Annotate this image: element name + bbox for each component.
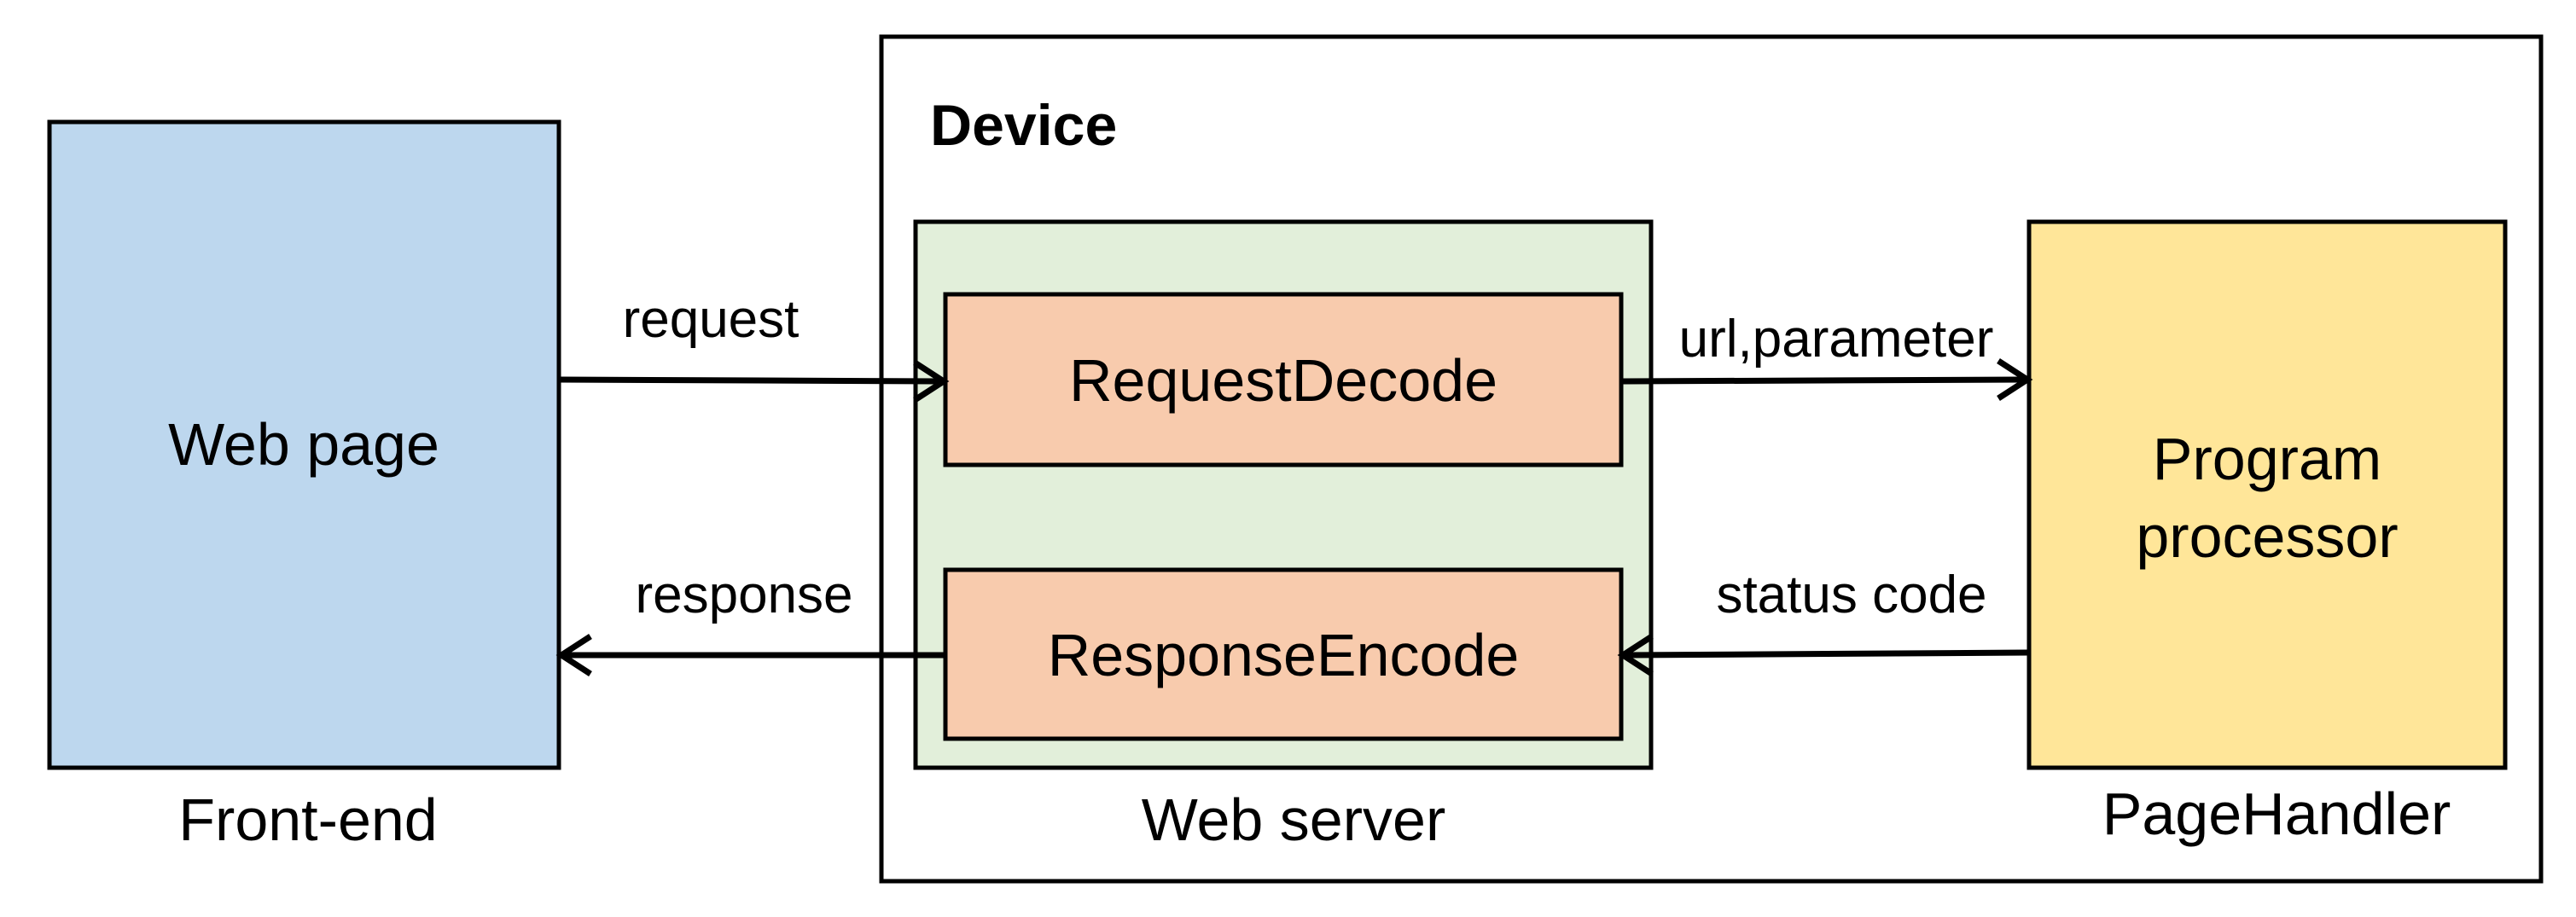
program-processor-box: [2026, 219, 2508, 770]
program-processor-label-line2: processor: [2136, 503, 2398, 570]
request-decode-box: [943, 292, 1624, 467]
url-parameter-label: url,parameter: [1679, 310, 1994, 369]
status-code-label: status code: [1716, 566, 1986, 624]
response-label: response: [635, 566, 852, 624]
web-page-label: Web page: [168, 411, 439, 478]
front-end-caption: Front-end: [178, 786, 437, 853]
status-code-arrow: [1617, 634, 2030, 676]
url-parameter-arrow: [1620, 358, 2033, 401]
web-server-caption: Web server: [1142, 786, 1446, 853]
device-title: Device: [930, 93, 1117, 158]
program-processor-label-line1: Program: [2153, 426, 2381, 492]
request-decode-label: RequestDecode: [1069, 347, 1497, 414]
web-page-box: [47, 119, 561, 770]
request-label: request: [623, 290, 800, 349]
request-arrow: [558, 360, 950, 403]
response-encode-box: [943, 567, 1624, 741]
response-encode-label: ResponseEncode: [1048, 622, 1520, 688]
response-arrow: [555, 634, 945, 676]
page-handler-caption: PageHandler: [2102, 781, 2451, 847]
